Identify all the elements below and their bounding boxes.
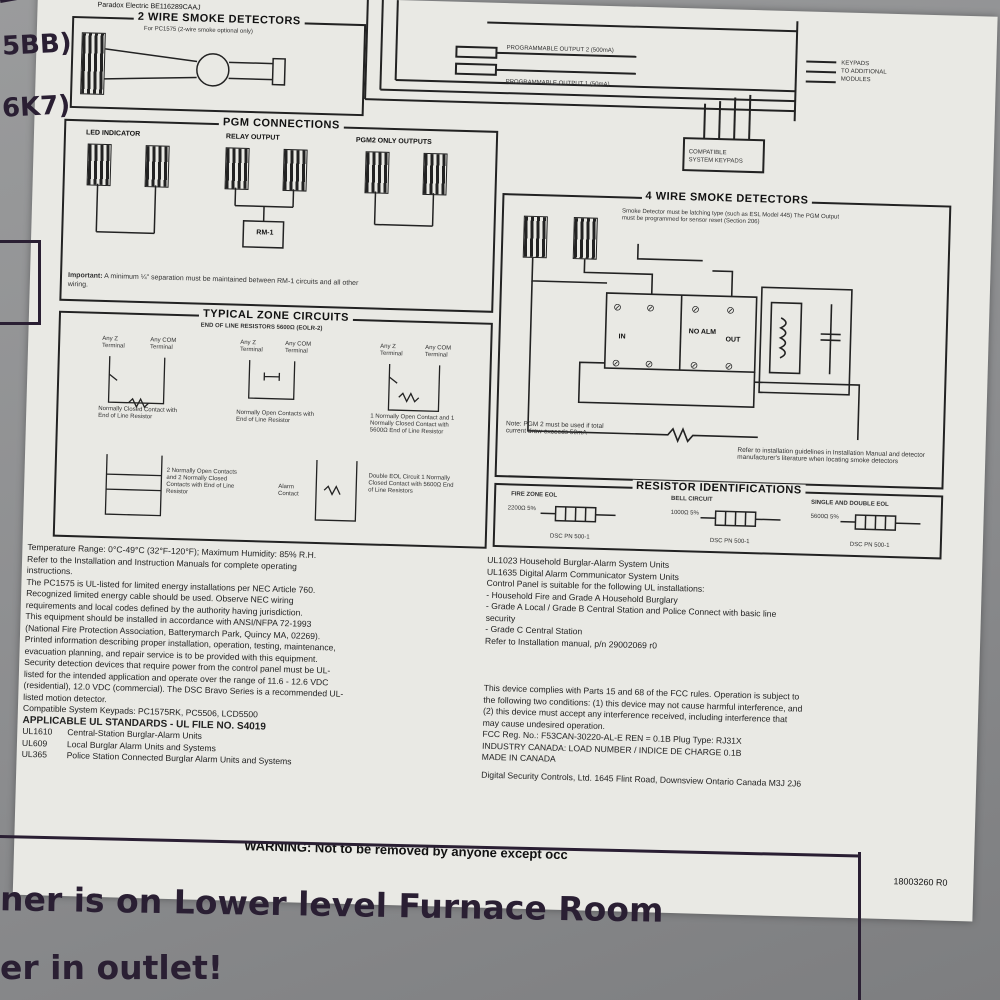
wiring-diagram-sheet: Paradox Electric BE116289CAAJ PR [12, 0, 998, 922]
svg-text:COMPATIBLE: COMPATIBLE [689, 149, 727, 156]
fcc-compliance-text: This device complies with Parts 15 and 6… [481, 683, 934, 794]
alarm-contact-label: Alarm Contact [277, 483, 299, 498]
resistor-part: DSC PN 500-1 [709, 537, 750, 546]
handwritten-note-left-1: 5BB) [1, 28, 73, 62]
in-label: IN [618, 333, 626, 341]
nc-caption: Normally Closed Contact with End of Line… [98, 405, 178, 421]
important-label: Important: [67, 271, 103, 280]
resistor-id-section: RESISTOR IDENTIFICATIONS FIRE ZONE EOL B… [492, 479, 944, 560]
two-no-caption: 2 Normally Open Contacts and 2 Normally … [165, 467, 238, 496]
svg-text:⊘: ⊘ [646, 303, 655, 314]
no-alm-label: NO ALM [688, 328, 717, 337]
marker-note-border-side [858, 852, 861, 1000]
zone-circuits-section: TYPICAL ZONE CIRCUITS END OF LINE RESIST… [52, 307, 493, 549]
rm1-label: RM-1 [256, 229, 274, 237]
svg-text:⊘: ⊘ [612, 358, 621, 369]
svg-text:PROGRAMMABLE OUTPUT 1 (50mA): PROGRAMMABLE OUTPUT 1 (50mA) [506, 79, 610, 88]
handwritten-note-left-2: 6K7) [1, 90, 71, 124]
marker-box-top [0, 240, 40, 243]
double-eol-caption: Double EOL Circuit 1 Normally Closed Con… [368, 473, 454, 495]
part-code: 18003260 R0 [893, 876, 948, 888]
ul-code: UL365 [21, 748, 48, 760]
marker-box-bottom [0, 322, 40, 325]
svg-text:⊘: ⊘ [691, 304, 700, 315]
svg-text:SYSTEM KEYPADS: SYSTEM KEYPADS [688, 157, 742, 165]
out-label: OUT [725, 336, 741, 344]
handwritten-note-bottom-2: er in outlet! [0, 948, 223, 987]
left-specifications-text: Temperature Range: 0°C-49°C (32°F-120°F)… [21, 542, 467, 773]
marker-box-side [38, 240, 41, 325]
resistor-part: DSC PN 500-1 [849, 541, 890, 549]
resistor-drawings [540, 505, 921, 531]
four-wire-schematic: ⊘ ⊘ ⊘ ⊘ ⊘ ⊘ ⊘ ⊘ [527, 243, 861, 444]
svg-text:⊘: ⊘ [645, 359, 654, 370]
four-wire-smoke-section: 4 WIRE SMOKE DETECTORS Smoke Detector mu… [494, 189, 952, 490]
svg-text:⊘: ⊘ [690, 360, 699, 371]
four-wire-note: Note: PGM 2 must be used if total curren… [505, 420, 604, 437]
svg-text:MODULES: MODULES [841, 76, 871, 83]
svg-text:⊘: ⊘ [726, 305, 735, 316]
svg-text:⊘: ⊘ [613, 302, 622, 313]
pgm-connections-section: PGM CONNECTIONS LED INDICATOR RELAY OUTP… [59, 116, 499, 313]
svg-text:PROGRAMMABLE OUTPUT 2 (500mA): PROGRAMMABLE OUTPUT 2 (500mA) [506, 45, 613, 54]
resistor-part: DSC PN 500-1 [549, 533, 590, 541]
two-wire-schematic [104, 48, 286, 87]
pgm-schematic [95, 183, 435, 249]
top-schematic: PROGRAMMABLE OUTPUT 2 (500mA) PROGRAMMAB… [364, 0, 887, 174]
svg-text:⊘: ⊘ [725, 361, 734, 372]
no-caption: Normally Open Contacts with End of Line … [235, 409, 315, 425]
two-wire-smoke-section: 2 WIRE SMOKE DETECTORS For PC1575 (2-wir… [69, 10, 367, 117]
mixed-caption: 1 Normally Open Contact and 1 Normally C… [369, 413, 455, 436]
zone-schematic [104, 356, 441, 522]
svg-text:KEYPADS: KEYPADS [841, 60, 869, 67]
svg-text:TO ADDITIONAL: TO ADDITIONAL [841, 68, 887, 75]
right-specifications-text: UL1023 Household Burglar-Alarm System Un… [485, 555, 927, 659]
